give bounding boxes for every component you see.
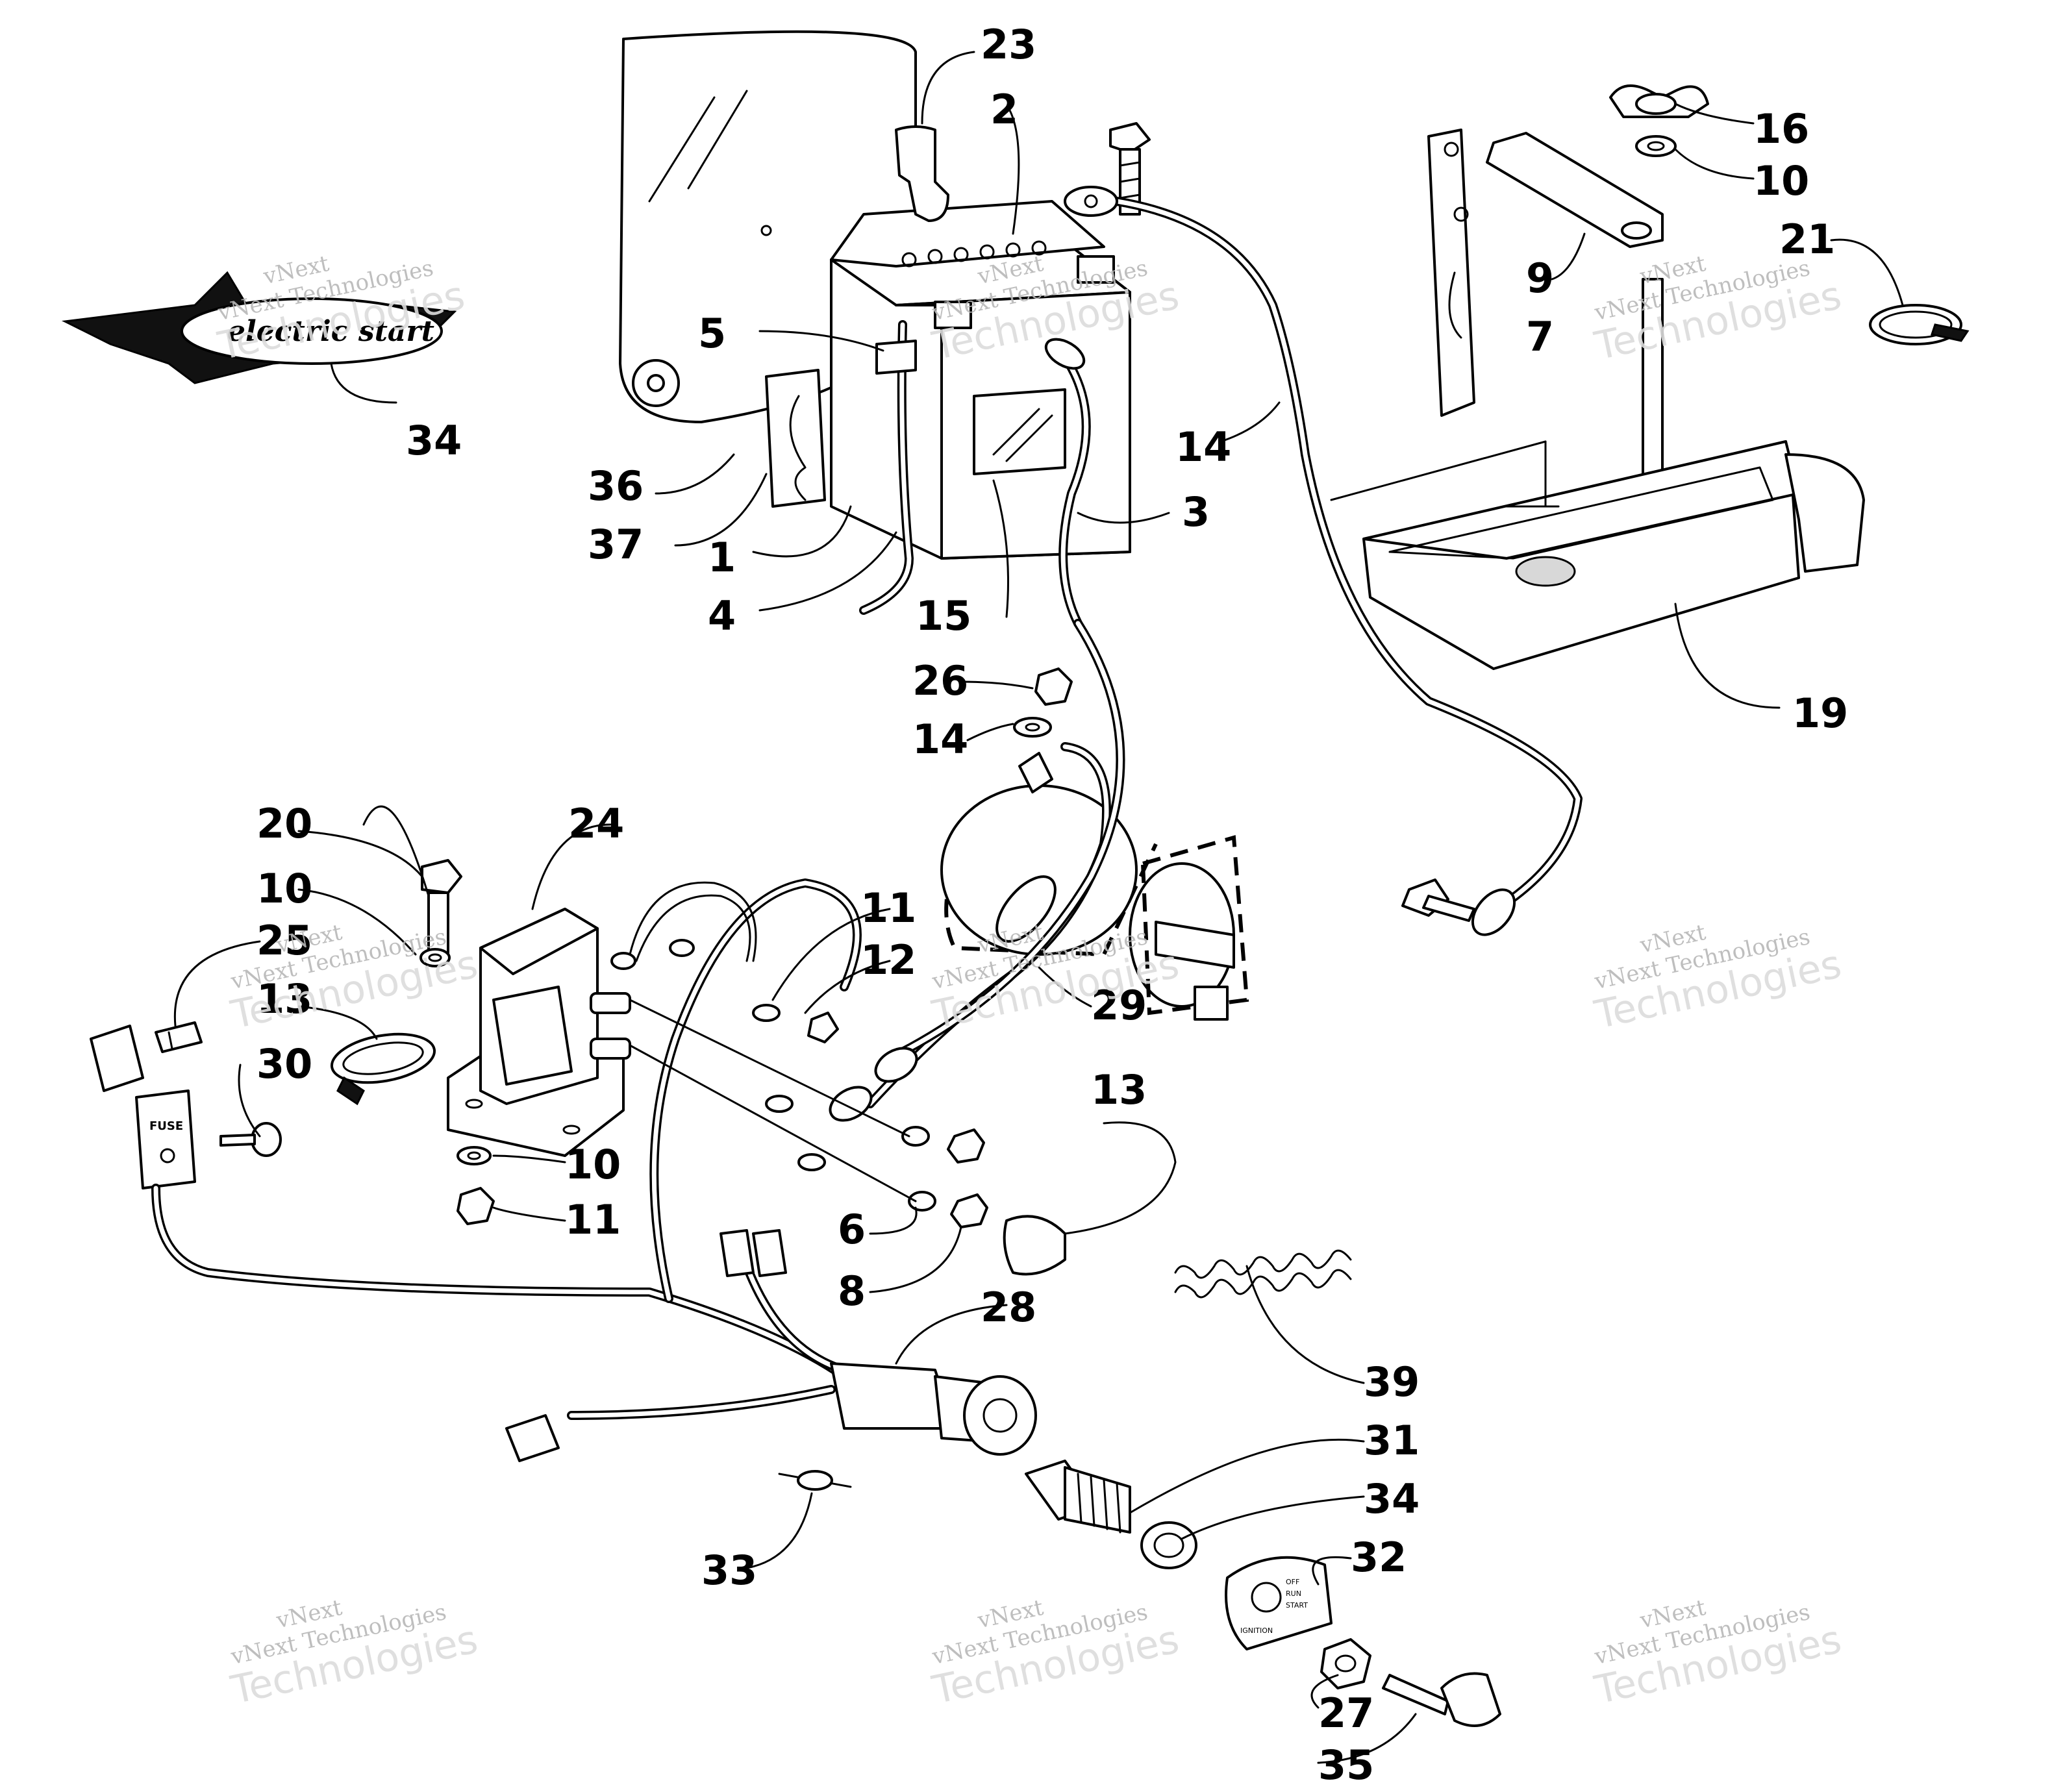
terminal-clip xyxy=(875,340,917,375)
plate-ignition: IGNITION xyxy=(1240,1626,1273,1635)
starter-motor xyxy=(940,752,1249,1021)
callout-25: 25 xyxy=(257,917,312,964)
ignition-nut xyxy=(1320,1638,1371,1689)
callout-20: 19 xyxy=(1792,690,1848,737)
terminal-boot xyxy=(895,125,949,222)
ignition-plate: OFF RUN START IGNITION xyxy=(1225,1556,1333,1650)
watermark-8: vNext vNext Technologies Technologies xyxy=(928,1595,1183,1713)
solenoid-stud-hardware xyxy=(629,999,988,1228)
positive-cable-3 xyxy=(1044,338,1091,628)
callout-38: 37 xyxy=(588,521,644,568)
electric-start-decal: electric start xyxy=(61,271,457,384)
diode xyxy=(778,1470,852,1491)
battery-wire-4 xyxy=(859,320,914,615)
callout-35: 34 xyxy=(406,417,462,464)
callout-19: 16 xyxy=(1753,105,1809,153)
wing-nut xyxy=(1609,84,1709,118)
watermark-6: vNext vNext Technologies Technologies xyxy=(1590,919,1846,1038)
callout-4: 4 xyxy=(708,592,736,640)
battery-pad xyxy=(765,369,826,508)
callout-16: 14 xyxy=(1175,423,1231,471)
solenoid-bolt xyxy=(421,859,462,956)
plate-start: START xyxy=(1286,1601,1308,1610)
callout-2: 2 xyxy=(990,86,1018,133)
washer-solenoid-bottom xyxy=(457,1146,492,1165)
callout-9: 9 xyxy=(1526,255,1554,302)
callout-26: 27 xyxy=(1318,1689,1374,1737)
starter-nut xyxy=(1034,667,1073,706)
callout-24: 24 xyxy=(568,800,624,847)
starter-cables xyxy=(752,619,1125,1171)
nut-solenoid xyxy=(457,1187,495,1225)
callout-14: 13 xyxy=(1091,1066,1147,1114)
starter-solenoid xyxy=(447,908,631,1157)
callout-29: 29 xyxy=(1091,982,1147,1029)
callout-23: 23 xyxy=(981,21,1036,68)
hold-down-strap xyxy=(1427,129,1475,417)
logo-text: electric start xyxy=(227,315,434,348)
callout-27: 26 xyxy=(912,657,968,704)
battery-label xyxy=(973,388,1066,475)
fuse-label: FUSE xyxy=(149,1119,183,1133)
callout-21: 20 xyxy=(257,800,312,847)
callout-30: 30 xyxy=(257,1040,312,1088)
callout-18: 15 xyxy=(916,592,971,640)
callout-39: 39 xyxy=(1364,1358,1420,1406)
callout-22: 21 xyxy=(1779,216,1835,263)
callout-37: 36 xyxy=(588,462,644,510)
callout-6: 6 xyxy=(838,1206,866,1253)
harness-spring xyxy=(1174,1249,1352,1299)
callout-10-bottom: 10 xyxy=(565,1141,621,1188)
callout-11: 11 xyxy=(565,1196,621,1243)
callout-31: 31 xyxy=(1364,1417,1420,1464)
plate-run: RUN xyxy=(1286,1589,1301,1598)
callouts: 23 2 16 10 21 9 7 5 34 14 36 3 37 1 4 15… xyxy=(257,21,1848,1789)
cable-tie xyxy=(330,1032,436,1106)
watermark-7: vNext vNext Technologies Technologies xyxy=(227,1595,482,1713)
lock-washer xyxy=(1140,1521,1197,1569)
fuse-screw xyxy=(219,1122,282,1157)
callout-12: 11 xyxy=(860,884,916,932)
leader-lines xyxy=(173,51,1904,1764)
callout-15: 13 xyxy=(257,975,312,1023)
battery-bolt xyxy=(1109,122,1151,216)
callout-28: 28 xyxy=(981,1284,1036,1331)
battery-tray xyxy=(1330,440,1865,670)
hose-clamp xyxy=(1869,304,1970,345)
watermark-9: vNext vNext Technologies Technologies xyxy=(1590,1595,1846,1713)
battery xyxy=(830,200,1131,560)
callout-33: 33 xyxy=(701,1547,757,1594)
starter-washer xyxy=(1013,717,1052,738)
callout-10-mid: 10 xyxy=(257,865,312,912)
callout-7: 7 xyxy=(1526,313,1554,360)
plate-off: OFF xyxy=(1286,1578,1299,1586)
hold-down-bracket xyxy=(1486,132,1664,248)
callout-34: 34 xyxy=(1364,1475,1420,1523)
callout-13: 12 xyxy=(860,936,916,984)
solenoid-wires xyxy=(610,881,757,970)
negative-cable xyxy=(1064,186,1583,936)
callout-32: 32 xyxy=(1351,1534,1407,1581)
washer-top xyxy=(1635,135,1677,157)
ignition-switch xyxy=(1025,1460,1131,1534)
fuse-holder: FUSE xyxy=(90,1025,196,1189)
callout-36: 35 xyxy=(1318,1741,1374,1789)
callout-3: 3 xyxy=(1182,488,1210,536)
callout-1: 1 xyxy=(708,534,736,581)
fuse xyxy=(155,1021,203,1053)
washer-solenoid-top xyxy=(419,948,451,967)
ignition-key xyxy=(1382,1672,1501,1727)
callout-8: 8 xyxy=(838,1267,866,1315)
callout-17: 14 xyxy=(912,716,968,763)
callout-5: 5 xyxy=(698,310,726,357)
solenoid-boot xyxy=(1003,1215,1066,1276)
wiring-harness xyxy=(151,878,1037,1462)
callout-10-top: 10 xyxy=(1753,157,1809,205)
